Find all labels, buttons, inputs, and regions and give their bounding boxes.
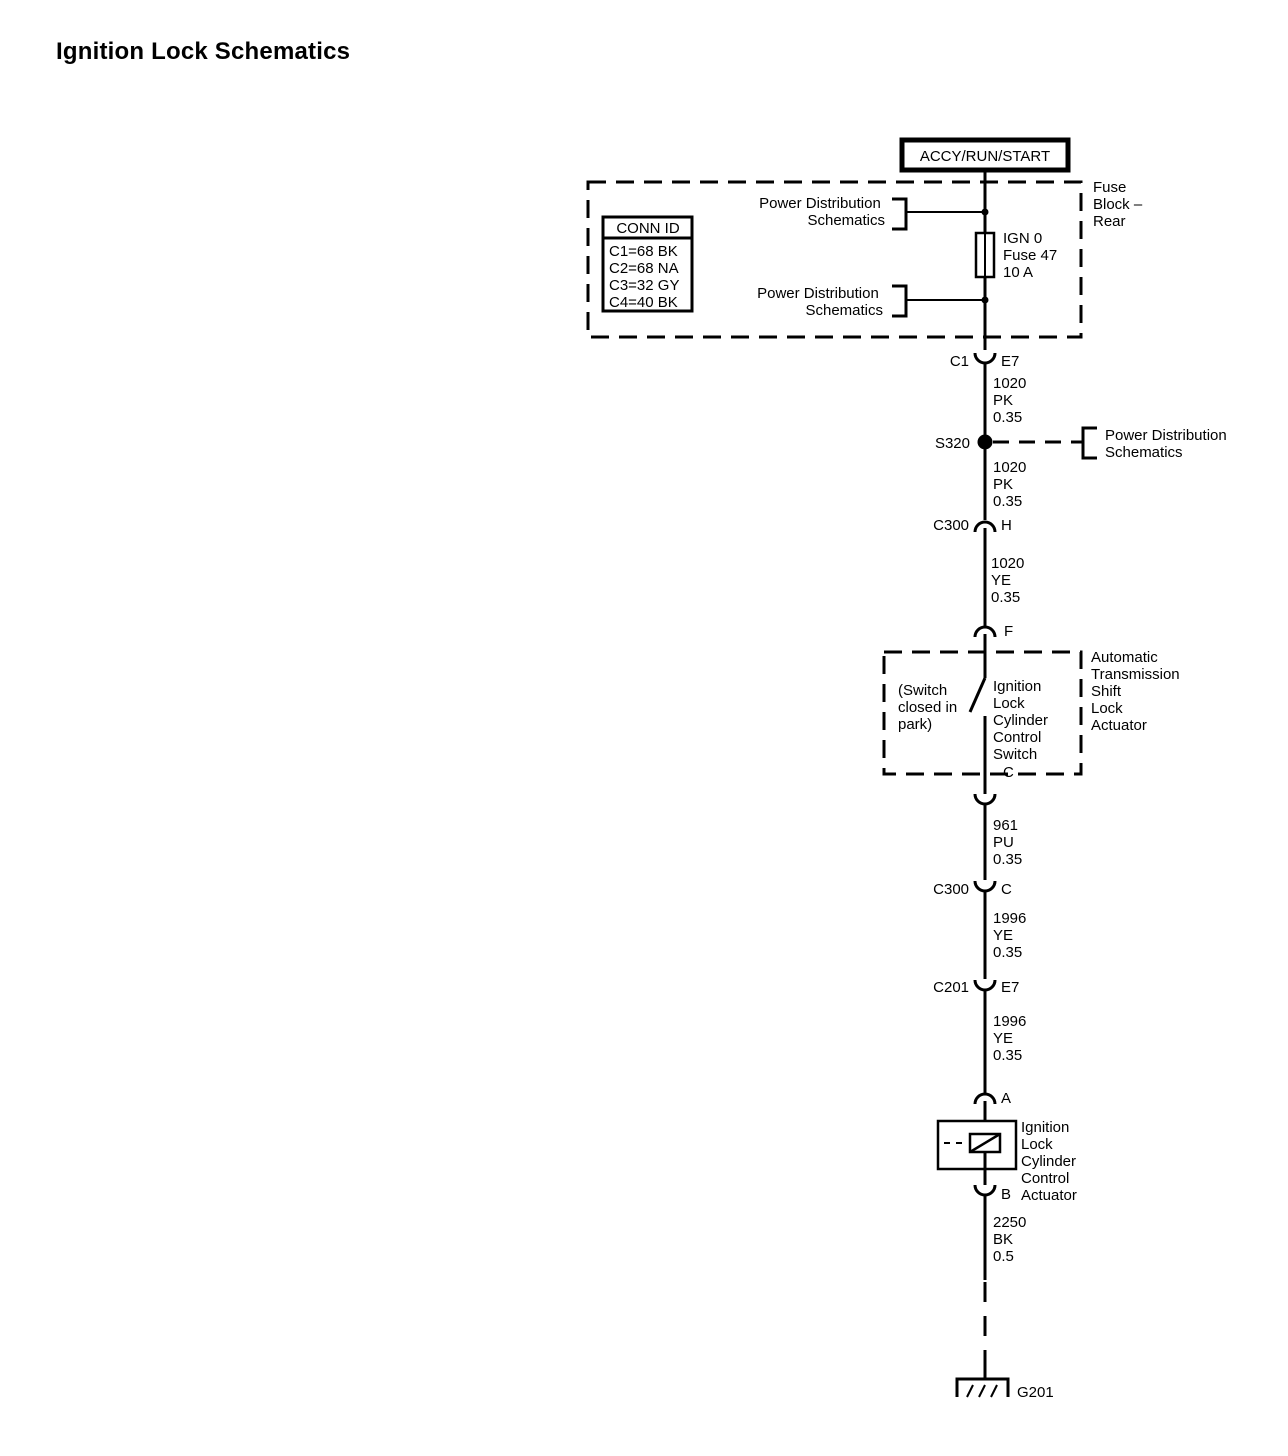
connector-pin: A xyxy=(1001,1090,1011,1107)
wire-label: 1996 YE 0.35 xyxy=(993,1013,1031,1064)
shift-lock-actuator-outline xyxy=(882,650,1083,776)
wire-label: 961 PU 0.35 xyxy=(993,817,1022,868)
switch-label: Ignition Lock Cylinder Control Switch xyxy=(993,678,1052,763)
switch-icon xyxy=(968,677,987,794)
conn-id-row: C3=32 GY xyxy=(609,277,679,294)
connector-b: B xyxy=(973,1184,1011,1203)
conn-id-row: C2=68 NA xyxy=(609,260,679,277)
solenoid-icon xyxy=(944,1132,1002,1154)
wire-label: 1020 PK 0.35 xyxy=(993,375,1031,426)
ignition-lock-actuator xyxy=(936,1119,1018,1185)
connector-c300-c: C300 C xyxy=(933,880,1012,898)
conn-id-table: CONN ID C1=68 BK C2=68 NA C3=32 GY C4=40… xyxy=(601,215,694,313)
connector-name: C201 xyxy=(933,979,969,996)
power-distribution-ref-splice[interactable]: Power Distribution Schematics xyxy=(993,426,1231,461)
splice-dot-icon xyxy=(977,434,993,450)
connector-pin: B xyxy=(1001,1186,1011,1203)
connector-pin: C xyxy=(1003,764,1014,781)
fuse-label: IGN 0 Fuse 47 10 A xyxy=(1003,230,1061,281)
connector-c300-h: C300 H xyxy=(933,517,1012,534)
svg-text:Power Distribution Schem: Power Distribution Schematics xyxy=(759,195,885,229)
conn-id-row: C4=40 BK xyxy=(609,294,678,311)
connector-pin: C xyxy=(1001,881,1012,898)
connector-pin: E7 xyxy=(1001,353,1019,370)
page-title: Ignition Lock Schematics xyxy=(56,38,351,65)
power-distribution-ref-top[interactable]: Power Distribution Schematics xyxy=(759,195,989,231)
svg-text:Power Distribution Schem: Power Distribution Schematics xyxy=(1105,427,1231,461)
actuator-label: Ignition Lock Cylinder Control Actuator xyxy=(1021,1119,1080,1204)
power-mode-box: ACCY/RUN/START xyxy=(899,137,1071,173)
svg-text:Power Distribution Schem: Power Distribution Schematics xyxy=(757,285,883,319)
connector-pin: E7 xyxy=(1001,979,1019,996)
ground-label: G201 xyxy=(1017,1384,1054,1401)
connector-name: C1 xyxy=(950,353,969,370)
connector-c201: C201 E7 xyxy=(933,979,1019,996)
wire-label: 2250 BK 0.5 xyxy=(993,1214,1031,1265)
connector-f: F xyxy=(973,623,1013,640)
wire-label: 1996 YE 0.35 xyxy=(993,910,1031,961)
switch-note: (Switch closed in park) xyxy=(898,682,961,733)
shift-lock-actuator-label: Automatic Transmission Shift Lock Actuat… xyxy=(1091,649,1184,734)
conn-id-row: C1=68 BK xyxy=(609,243,678,260)
wire-label: 1020 PK 0.35 xyxy=(993,459,1031,510)
connector-c: C xyxy=(973,764,1014,806)
ground-symbol-icon xyxy=(955,1370,1010,1398)
connector-a: A xyxy=(973,1090,1011,1107)
connector-name: C300 xyxy=(933,881,969,898)
fuse-icon xyxy=(974,231,996,279)
connector-c1: C1 E7 xyxy=(950,352,1019,370)
connector-pin: H xyxy=(1001,517,1012,534)
connector-pin: F xyxy=(1004,623,1013,640)
fuse-block-label: Fuse Block – Rear xyxy=(1093,179,1146,230)
splice-s320: S320 xyxy=(935,434,993,452)
connector-name: C300 xyxy=(933,517,969,534)
fuse-block-outline xyxy=(586,180,1083,339)
wire-label: 1020 YE 0.35 xyxy=(991,555,1029,606)
power-mode-label: ACCY/RUN/START xyxy=(920,148,1050,165)
splice-name: S320 xyxy=(935,435,970,452)
power-distribution-ref-bottom[interactable]: Power Distribution Schematics xyxy=(757,284,989,319)
conn-id-header: CONN ID xyxy=(616,220,680,237)
